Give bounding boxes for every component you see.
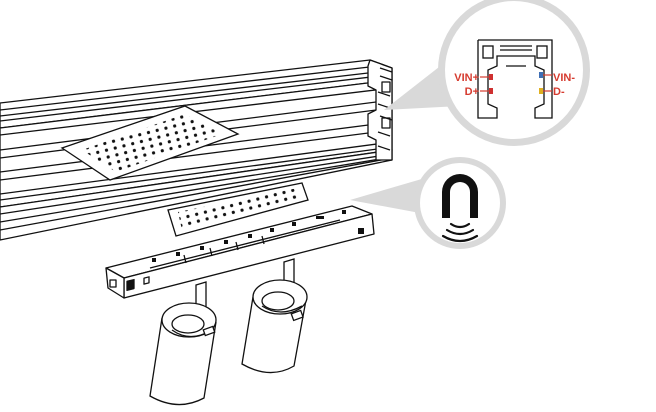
perforated-plate bbox=[167, 182, 309, 237]
spotlight bbox=[241, 258, 308, 374]
perforated-plate bbox=[60, 105, 240, 181]
terminal-vin-plus bbox=[489, 74, 493, 80]
cross-section-callout: VIN+ D+ VIN- D- bbox=[384, 0, 590, 146]
rail-profile bbox=[477, 39, 553, 119]
magnet-callout bbox=[350, 157, 506, 249]
label-d-plus: D+ bbox=[465, 86, 479, 98]
label-vin-plus: VIN+ bbox=[454, 72, 479, 84]
driver-box bbox=[105, 205, 375, 299]
spotlight bbox=[149, 281, 217, 406]
terminal-d-plus bbox=[489, 88, 493, 94]
label-d-minus: D- bbox=[553, 86, 565, 98]
label-vin-minus: VIN- bbox=[553, 72, 575, 84]
terminal-vin-minus bbox=[539, 72, 543, 78]
magnet-icon bbox=[441, 174, 479, 243]
terminal-d-minus bbox=[539, 88, 543, 94]
